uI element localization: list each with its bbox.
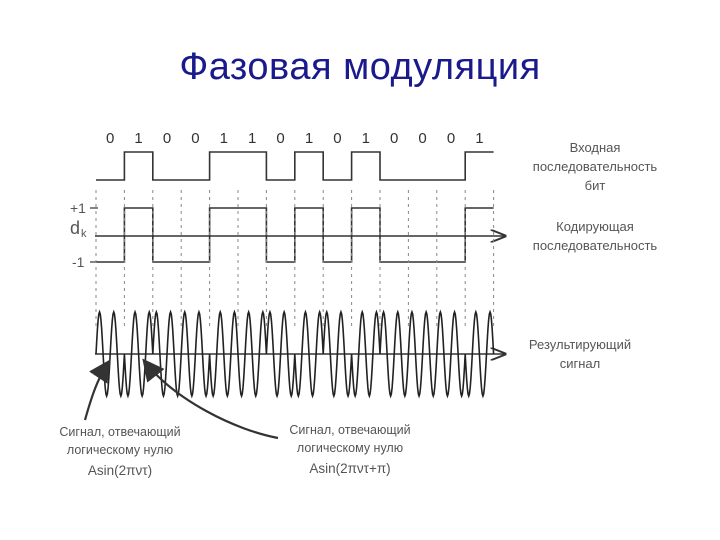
zero-caption-line2: логическому нулю (67, 443, 173, 457)
bit-label: 1 (220, 130, 228, 147)
bit-label: 1 (248, 130, 256, 147)
bit-labels-row: 0 1 0 0 1 1 0 1 0 1 0 0 0 1 (106, 130, 484, 147)
bit-label: 1 (362, 130, 370, 147)
zero-signal-pointer-arrow (83, 359, 111, 421)
result-label-line2: сигнал (560, 356, 601, 371)
dk-subscript: k (81, 228, 87, 240)
coding-label-line2: последовательность (533, 238, 658, 253)
zero-caption-formula: Asin(2πντ) (88, 463, 152, 478)
one-caption-formula: Asin(2πντ+π) (309, 461, 390, 476)
one-caption-line1: Сигнал, отвечающий (289, 423, 410, 437)
bit-label: 0 (106, 130, 114, 147)
coding-label-line1: Кодирующая (556, 219, 634, 234)
bit-label: 0 (333, 130, 341, 147)
bit-label: 0 (447, 130, 455, 147)
bit-label: 0 (418, 130, 426, 147)
bit-label: 0 (163, 130, 171, 147)
one-caption-line2: логическому нулю (297, 441, 403, 455)
bit-label: 1 (305, 130, 313, 147)
bit-boundary-guides (95, 190, 495, 330)
zero-caption-line1: Сигнал, отвечающий (59, 425, 180, 439)
modulated-signal-waveform (95, 309, 495, 399)
input-bit-waveform (96, 151, 494, 181)
plus-one-label: +1 (70, 200, 86, 216)
dk-label: d (70, 218, 80, 238)
bit-label: 1 (134, 130, 142, 147)
bit-label: 0 (191, 130, 199, 147)
slide-title: Фазовая модуляция (179, 46, 541, 88)
bit-label: 1 (475, 130, 483, 147)
bit-label: 0 (276, 130, 284, 147)
result-label-line1: Результирующий (529, 337, 631, 352)
bit-label: 0 (390, 130, 398, 147)
input-label-line2: последовательность (533, 159, 658, 174)
input-label-line1: Входная (570, 140, 621, 155)
input-label-line3: бит (585, 178, 606, 193)
minus-one-label: -1 (72, 254, 85, 270)
inverted-signal-pointer-arrow (142, 358, 279, 440)
